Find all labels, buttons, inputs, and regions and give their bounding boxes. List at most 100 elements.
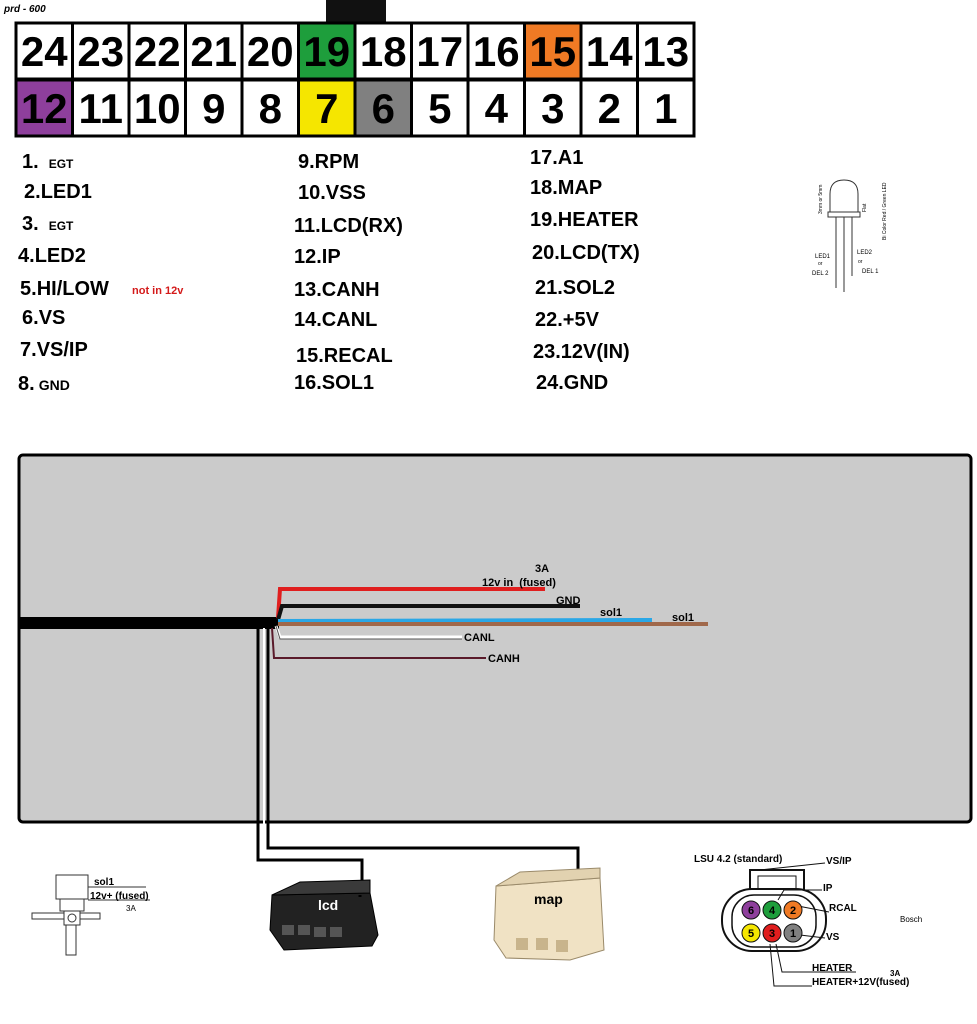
pin-number-4: 4 [485,85,509,132]
pin-number-11: 11 [79,85,123,132]
svg-text:9.RPM: 9.RPM [298,151,359,173]
wire-label-sol1-brown: sol1 [672,612,694,624]
lsu-brand: Bosch [900,915,922,924]
svg-text:10.VSS: 10.VSS [298,182,366,204]
svg-text:20.LCD(TX): 20.LCD(TX) [532,242,640,264]
pin-number-18: 18 [360,28,407,75]
map-connector: map [493,867,605,961]
svg-text:12.IP: 12.IP [294,246,341,268]
wire-label-canl: CANL [464,632,495,644]
connector-latch [326,0,386,22]
lsu-pin-label-4: 4 [769,905,776,917]
pin-cell-1 [636,78,696,138]
svg-text:8.GND: 8.GND [18,373,70,395]
svg-text:4.LED2: 4.LED2 [18,245,86,267]
lsu-connector: LSU 4.2 (standard) Bosch VS/IP IP RCAL V… [694,854,922,988]
svg-text:22.+5V: 22.+5V [535,309,600,331]
lsu-pin-label-1: 1 [790,928,796,940]
lsu-pin-4 [762,900,782,920]
pin-number-5: 5 [428,85,451,132]
map-connector-label: map [534,891,563,907]
lsu-label-rcal: RCAL [829,903,857,914]
pin-number-9: 9 [202,85,225,132]
pinout-col1: 1.EGT 2.LED1 3.EGT 4.LED2 5.HI/LOW not i… [18,151,184,395]
lcd-connector: lcd [269,879,379,951]
svg-text:17.A1: 17.A1 [530,147,583,169]
wire-canl-edge [275,625,462,640]
led-size-label: 3mm or 5mm [818,185,824,214]
svg-text:3.EGT: 3.EGT [22,213,74,235]
led2-label: LED2 [857,250,873,256]
solenoid-drawing: sol1 12v+ (fused) 3A [31,874,150,956]
lsu-pin-3 [762,923,782,943]
wire-label-12v: 12v in(fused) [482,577,556,589]
pin-cell-5 [410,78,470,138]
pin-number-15: 15 [529,28,576,75]
pin-number-23: 23 [77,28,124,75]
pinout-col2: 9.RPM 10.VSS 11.LCD(RX) 12.IP 13.CANH 14… [294,151,403,394]
pin-number-20: 20 [247,28,294,75]
svg-text:5.HI/LOW: 5.HI/LOW [20,278,109,300]
lcd-connector-label: lcd [318,897,338,913]
wire-gnd [276,604,580,621]
pin-number-6: 6 [372,85,395,132]
lsu-pin-label-3: 3 [769,928,775,940]
pin5-note: not in 12v [132,285,184,297]
pin-number-22: 22 [134,28,181,75]
lsu-pins: 6 4 2 5 3 1 [741,900,803,943]
pin-number-2: 2 [598,85,621,132]
svg-text:11.LCD(RX): 11.LCD(RX) [294,215,403,237]
lsu-label-heater12v: HEATER+12V(fused) [812,977,909,988]
wire-label-gnd: GND [556,595,581,607]
pin-number-17: 17 [416,28,463,75]
lsu-label-fuse: 3A [890,969,900,978]
pin-cell-6 [353,78,413,138]
lsu-pin-6 [741,900,761,920]
svg-text:16.SOL1: 16.SOL1 [294,372,374,394]
svg-text:2.LED1: 2.LED1 [24,181,92,203]
pin-number-10: 10 [134,85,181,132]
svg-text:7.VS/IP: 7.VS/IP [20,339,88,361]
lsu-pin-label-6: 6 [748,905,754,917]
wire-fanout [271,587,708,659]
controller-enclosure [17,453,973,824]
svg-text:19.HEATER: 19.HEATER [530,209,639,231]
wire-label-canh: CANH [488,653,520,665]
svg-text:1.EGT: 1.EGT [22,151,74,173]
led2-or: or [858,259,863,265]
solenoid-label-sol1: sol1 [94,877,114,888]
lsu-label-ip: IP [823,883,833,894]
lsu-pin-label-2: 2 [790,905,796,917]
pin-number-19: 19 [303,28,350,75]
lsu-pin-label-5: 5 [748,928,754,940]
wire-sol1-blue [277,618,653,623]
pin-number-14: 14 [586,28,633,75]
pin-number-21: 21 [190,28,237,75]
pin-number-1: 1 [654,85,677,132]
led-bicolor-label: Bi Color Red / Green LED [882,182,888,240]
svg-text:14.CANL: 14.CANL [294,309,377,331]
pin-cell-2 [579,78,639,138]
svg-text:23.12V(IN): 23.12V(IN) [533,341,630,363]
svg-text:6.VS: 6.VS [22,307,65,329]
pin-number-13: 13 [642,28,689,75]
svg-text:18.MAP: 18.MAP [530,177,602,199]
pin-cell-17 [410,21,470,81]
wire-12v-in [276,587,545,619]
lsu-label-vsip: VS/IP [826,856,852,867]
lsu-pin-5 [741,923,761,943]
pin-cell-9 [184,78,244,138]
pin-number-24: 24 [21,28,68,75]
wire-canh [271,627,486,659]
pin-number-8: 8 [259,85,282,132]
del1-label: DEL 1 [862,269,879,275]
pin-number-16: 16 [473,28,520,75]
pin-cell-15 [523,21,583,81]
lsu-label-vs: VS [826,932,840,943]
main-cable-bundle [19,617,279,629]
connector-wires [256,628,580,897]
svg-text:15.RECAL: 15.RECAL [296,345,393,367]
pin-cell-4 [466,78,526,138]
